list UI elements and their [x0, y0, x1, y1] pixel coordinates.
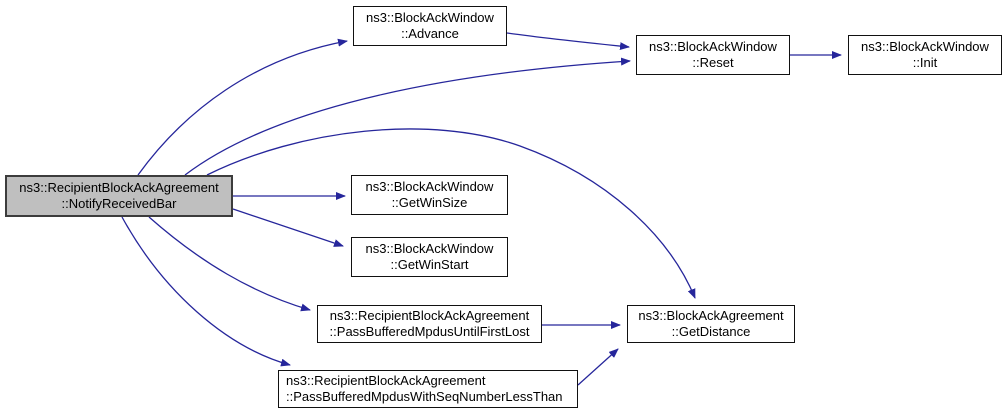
node-label-line: ::PassBufferedMpdusUntilFirstLost [329, 324, 530, 339]
edge-seq-less-than-to-get-distance [577, 348, 619, 386]
node-notify-received-bar[interactable]: ns3::RecipientBlockAckAgreement ::Notify… [5, 175, 233, 217]
edge-notify-to-pass-seq-less-than [121, 216, 291, 367]
edge-notify-to-reset [184, 57, 631, 176]
node-label-line: ns3::RecipientBlockAckAgreement [19, 180, 219, 195]
edge-notify-to-get-distance [206, 128, 696, 299]
node-label-line: ::GetWinStart [390, 257, 469, 272]
node-pass-buffered-mpdus-with-seq-number-less-than[interactable]: ns3::RecipientBlockAckAgreement ::PassBu… [278, 370, 578, 408]
node-label-line: ::NotifyReceivedBar [61, 196, 177, 211]
node-get-win-size[interactable]: ns3::BlockAckWindow ::GetWinSize [351, 175, 508, 215]
node-label-line: ns3::BlockAckWindow [365, 179, 494, 194]
node-label-line: ns3::RecipientBlockAckAgreement [329, 308, 530, 323]
node-init[interactable]: ns3::BlockAckWindow ::Init [848, 35, 1002, 75]
node-label-line: ns3::BlockAckWindow [365, 241, 494, 256]
node-reset[interactable]: ns3::BlockAckWindow ::Reset [636, 35, 790, 75]
node-pass-buffered-mpdus-until-first-lost[interactable]: ns3::RecipientBlockAckAgreement ::PassBu… [317, 305, 542, 343]
node-label-line: ::GetWinSize [391, 195, 468, 210]
node-advance[interactable]: ns3::BlockAckWindow ::Advance [353, 6, 507, 46]
edge-notify-to-advance [137, 38, 348, 176]
edge-notify-to-pass-until-first-lost [148, 216, 311, 312]
node-label-line: ::Init [912, 55, 938, 70]
edge-notify-to-get-win-start [232, 208, 344, 247]
node-label-line: ns3::RecipientBlockAckAgreement [286, 373, 486, 388]
node-label-line: ns3::BlockAckWindow [649, 39, 777, 54]
node-label-line: ns3::BlockAckWindow [861, 39, 989, 54]
node-label-line: ::Reset [692, 55, 734, 70]
node-get-distance[interactable]: ns3::BlockAckAgreement ::GetDistance [627, 305, 795, 343]
node-label-line: ns3::BlockAckWindow [366, 10, 494, 25]
node-label-line: ::GetDistance [671, 324, 751, 339]
node-label-line: ::Advance [401, 26, 459, 41]
node-get-win-start[interactable]: ns3::BlockAckWindow ::GetWinStart [351, 237, 508, 277]
node-label-line: ns3::BlockAckAgreement [638, 308, 784, 323]
edge-advance-to-reset [506, 32, 630, 51]
node-label-line: ::PassBufferedMpdusWithSeqNumberLessThan [286, 389, 563, 404]
